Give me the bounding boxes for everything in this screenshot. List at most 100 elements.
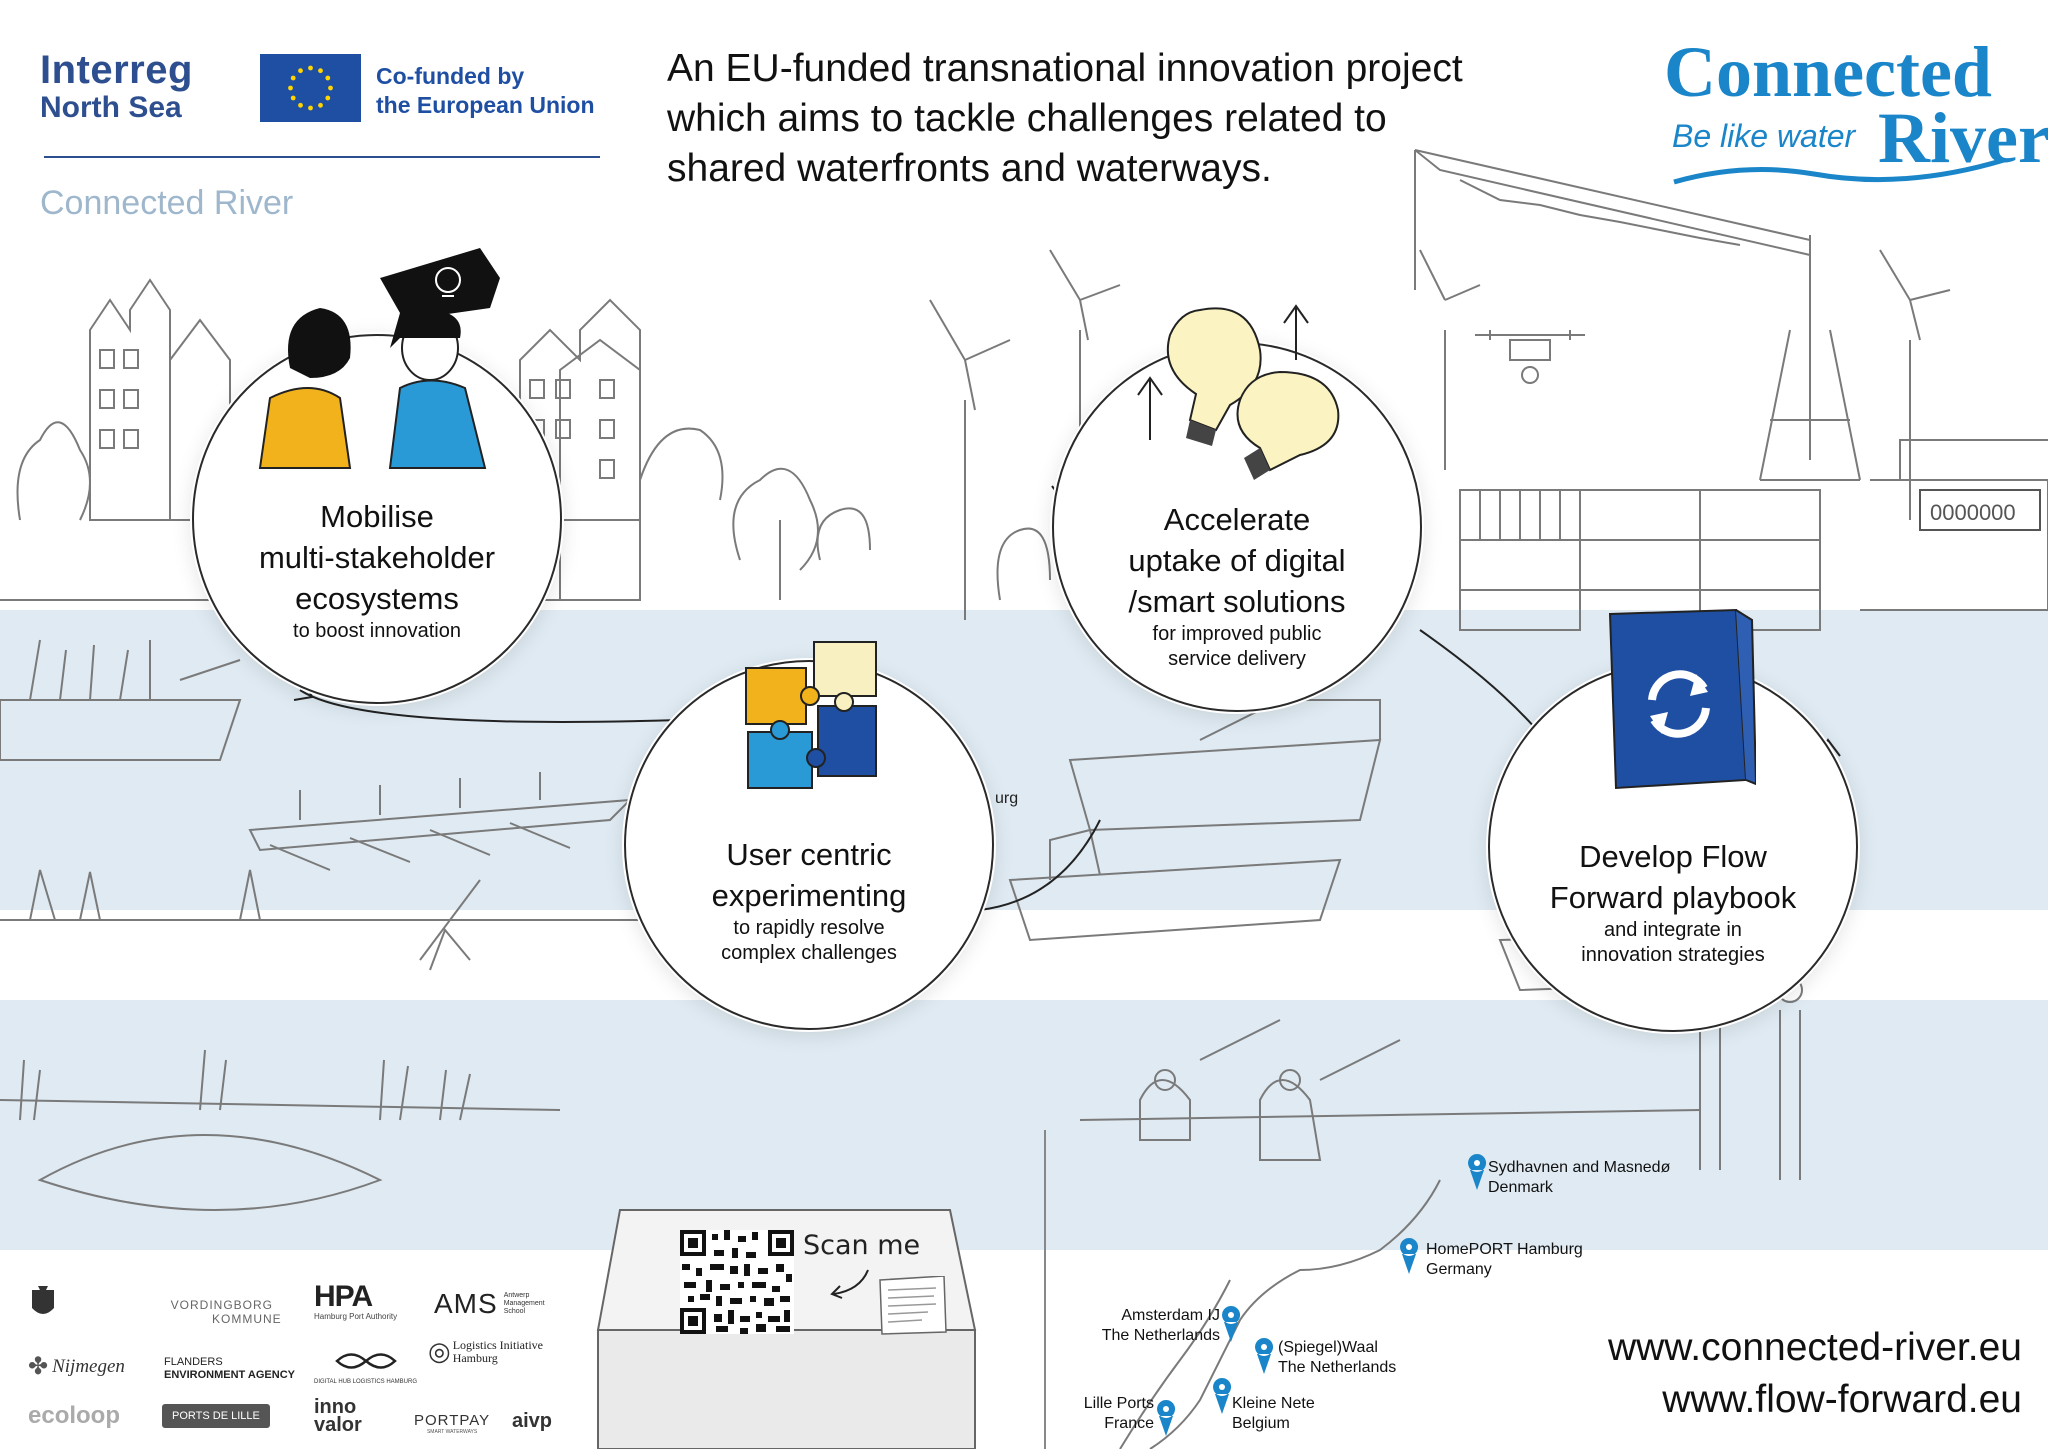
dmlh-logo: DIGITAL HUB LOGISTICS HAMBURG <box>314 1348 417 1385</box>
step-3-title-2: uptake of digital <box>1128 543 1346 578</box>
headline-line-3: shared waterfronts and waterways. <box>667 147 1272 190</box>
connected-river-logo: Connected Be like water River <box>1664 32 2048 185</box>
lightbulb-icon <box>1137 304 1340 480</box>
nijmegen-logo: ✤ Nijmegen <box>28 1352 125 1381</box>
hpa-sub: Hamburg Port Authority <box>314 1312 398 1321</box>
flanders-logo: FLANDERS ENVIRONMENT AGENCY <box>164 1356 295 1382</box>
ams-sub: Antwerp Management School <box>504 1292 545 1316</box>
step-mobilise: Mobilise multi-stakeholder ecosystems to… <box>192 334 562 704</box>
background-sign-text: urg <box>995 790 1019 807</box>
brand-word-river: River <box>1878 98 2048 178</box>
location-kleinenete: Kleine Nete Belgium <box>1232 1394 1315 1434</box>
location-name: Amsterdam IJ <box>1121 1307 1220 1324</box>
innovalor-line-2: valor <box>314 1414 362 1436</box>
cofunded-line-2: the European Union <box>376 92 595 118</box>
step-develop-playbook: Develop Flow Forward playbook and integr… <box>1488 662 1858 1032</box>
headline-line-1: An EU-funded transnational innovation pr… <box>667 47 1463 90</box>
brand-word-connected: Connected <box>1664 32 1992 112</box>
step-3-title-1: Accelerate <box>1163 502 1311 537</box>
ams-sub-3: School <box>503 1308 526 1315</box>
step-2-title-1: User centric <box>726 837 892 872</box>
location-lille: Lille Ports France <box>1050 1394 1154 1434</box>
location-name: Kleine Nete <box>1232 1395 1315 1412</box>
crest-logo-icon <box>32 1286 54 1314</box>
headline-line-2: which aims to tackle challenges related … <box>667 97 1387 140</box>
portpay-sub: SMART WATERWAYS <box>426 1429 478 1435</box>
logistics-initiative-logo: ◎ Logistics Initiative Hamburg <box>428 1336 543 1367</box>
qr-code[interactable] <box>680 1230 794 1334</box>
location-name: Sydhavnen and Masnedø <box>1488 1159 1671 1176</box>
logistics-line-1: Logistics Initiative <box>452 1337 544 1352</box>
location-country: France <box>1104 1415 1154 1432</box>
scan-me-label: Scan me <box>803 1230 921 1261</box>
portpay-logo: PORTPAY SMART WATERWAYS <box>414 1412 490 1435</box>
step-2-title-2: experimenting <box>711 878 907 913</box>
logistics-line-2: Hamburg <box>452 1350 498 1365</box>
step-user-centric: User centric experimenting to rapidly re… <box>624 660 994 1030</box>
website-connected-river[interactable]: www.connected-river.eu <box>1607 1326 2022 1369</box>
program-name: Connected River <box>40 184 294 222</box>
innovalor-logo: inno valor <box>314 1396 362 1436</box>
vordingborg-logo: VORDINGBORG KOMMUNE <box>162 1298 282 1326</box>
eu-flag-icon <box>260 54 361 122</box>
step-accelerate: Accelerate uptake of digital /smart solu… <box>1052 342 1422 712</box>
step-4-title-2: Forward playbook <box>1549 880 1797 915</box>
location-amsterdam: Amsterdam IJ The Netherlands <box>1090 1306 1220 1346</box>
step-1-title-3: ecosystems <box>295 581 459 616</box>
step-3-title-3: /smart solutions <box>1128 584 1346 619</box>
step-1-title-2: multi-stakeholder <box>258 540 496 575</box>
nijmegen-word: Nijmegen <box>52 1355 125 1377</box>
north-sea-word: North Sea <box>40 91 182 124</box>
step-3-subtitle-1: for improved public <box>1152 623 1322 645</box>
website-flow-forward[interactable]: www.flow-forward.eu <box>1662 1378 2022 1421</box>
pin-lille-icon <box>1157 1400 1176 1436</box>
pin-waal-icon <box>1255 1338 1274 1374</box>
step-2-subtitle-1: to rapidly resolve <box>733 917 885 939</box>
location-name: Lille Ports <box>1083 1395 1154 1412</box>
cofunded-line-1: Co-funded by <box>376 63 525 89</box>
location-country: The Netherlands <box>1101 1327 1220 1344</box>
step-4-subtitle-1: and integrate in <box>1604 919 1742 941</box>
globe-icon: ◎ <box>428 1336 451 1366</box>
ams-logo: AMS Antwerp Management School <box>434 1288 545 1320</box>
location-country: Denmark <box>1488 1179 1553 1196</box>
ams-sub-2: Management <box>503 1300 545 1307</box>
step-3-subtitle-2: service delivery <box>1168 648 1306 670</box>
step-4-title-1: Develop Flow <box>1579 839 1767 874</box>
pin-sydhavnen-icon <box>1468 1154 1487 1190</box>
headline: An EU-funded transnational innovation pr… <box>667 44 1463 194</box>
vordingborg-line-2: KOMMUNE <box>212 1312 282 1326</box>
puzzle-pieces-icon <box>745 641 877 789</box>
ecoloop-logo: ecoloop <box>28 1402 121 1429</box>
knot-icon <box>334 1353 397 1369</box>
dmlh-text: DIGITAL HUB LOGISTICS HAMBURG <box>314 1379 418 1385</box>
logistics-text: Logistics Initiative Hamburg <box>452 1337 544 1365</box>
wave-icon <box>1673 157 2005 185</box>
step-1-subtitle: to boost innovation <box>293 620 461 642</box>
vordingborg-line-1: VORDINGBORG <box>170 1298 273 1312</box>
location-name: (Spiegel)Waal <box>1278 1339 1378 1356</box>
location-waal: (Spiegel)Waal The Netherlands <box>1278 1338 1396 1378</box>
hull-number: 0000000 <box>1930 500 2016 525</box>
pin-hamburg-icon <box>1400 1238 1419 1274</box>
location-country: Belgium <box>1232 1415 1290 1432</box>
ports-de-lille-logo: PORTS DE LILLE <box>162 1404 270 1428</box>
brand-tagline: Be like water <box>1672 118 1856 154</box>
flanders-line-2: ENVIRONMENT AGENCY <box>164 1369 295 1381</box>
location-name: HomePORT Hamburg <box>1426 1241 1583 1258</box>
river-band-lower <box>0 1000 2048 1250</box>
ams-sub-1: Antwerp <box>503 1292 530 1299</box>
hpa-word: HPA <box>314 1280 373 1313</box>
aivp-logo: aivp <box>512 1410 553 1432</box>
step-2-subtitle-2: complex challenges <box>721 942 897 964</box>
playbook-icon <box>1608 608 1756 790</box>
interreg-word: Interreg <box>40 48 193 92</box>
partner-logos: VORDINGBORG KOMMUNE HPA Hamburg Port Aut… <box>24 1276 574 1444</box>
innovalor-line-1: inno <box>314 1396 357 1418</box>
hpa-logo: HPA Hamburg Port Authority <box>314 1280 398 1322</box>
people-talking-icon <box>258 248 500 469</box>
portpay-word: PORTPAY <box>414 1412 491 1429</box>
ams-word: AMS <box>434 1288 498 1319</box>
location-country: The Netherlands <box>1278 1359 1397 1376</box>
